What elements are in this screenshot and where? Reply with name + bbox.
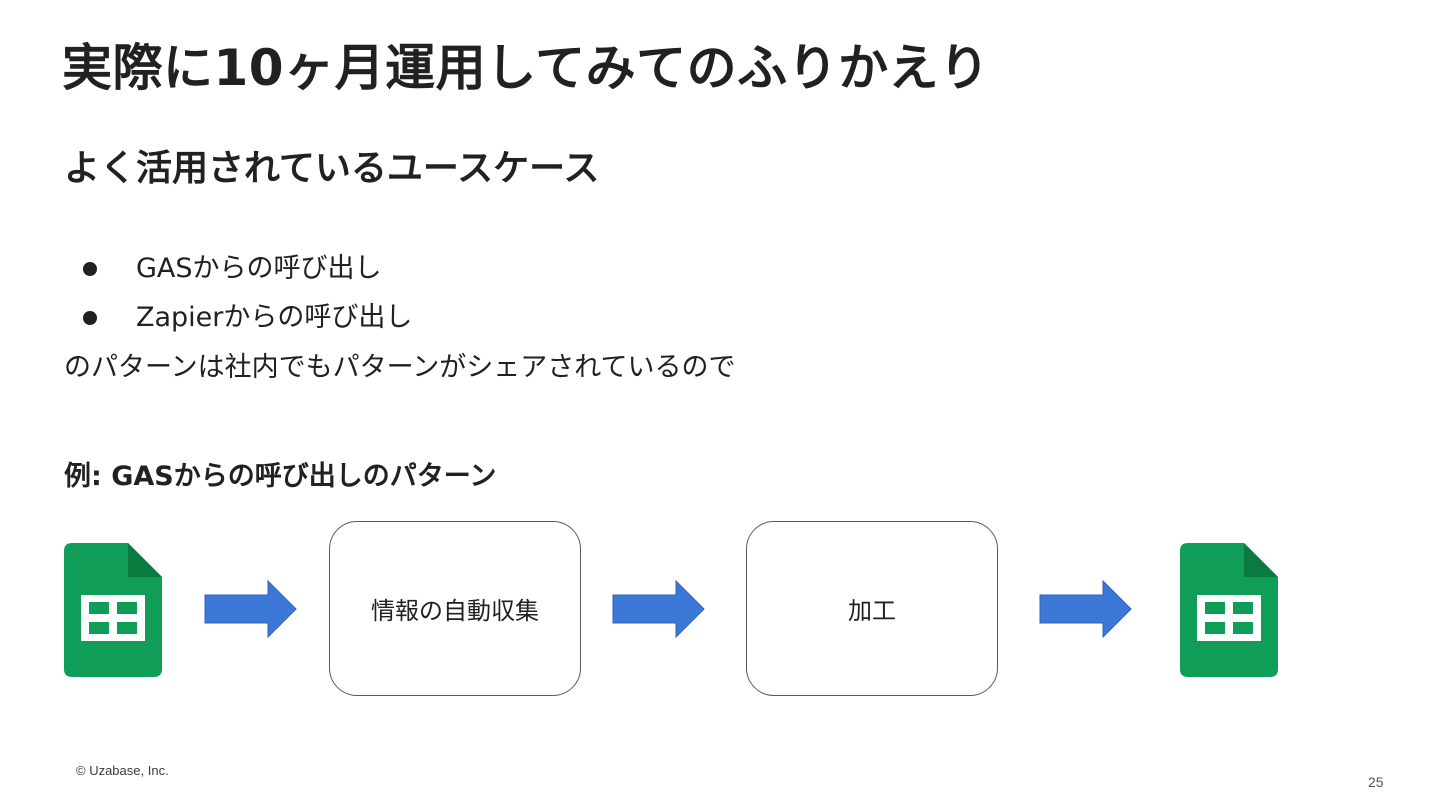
right-arrow-icon bbox=[1039, 580, 1132, 638]
flow-step-label: 加工 bbox=[848, 597, 896, 625]
slide-title: 実際に10ヶ月運用してみてのふりかえり bbox=[62, 39, 990, 97]
bullet-label: GASからの呼び出し bbox=[136, 253, 382, 284]
flow-step-label: 情報の自動収集 bbox=[371, 597, 539, 625]
bullet-icon bbox=[83, 261, 97, 276]
body-text: のパターンは社内でもパターンがシェアされているので bbox=[64, 352, 736, 383]
list-item: GASからの呼び出し bbox=[64, 244, 412, 293]
right-arrow-icon bbox=[612, 580, 705, 638]
copyright-notice: © Uzabase, Inc. bbox=[76, 763, 169, 778]
use-case-list: GASからの呼び出し Zapierからの呼び出し bbox=[64, 244, 412, 342]
google-sheets-icon bbox=[64, 543, 162, 677]
google-sheets-icon bbox=[1180, 543, 1278, 677]
slide-subtitle: よく活用されているユースケース bbox=[64, 148, 600, 189]
page-number: 25 bbox=[1368, 774, 1384, 790]
bullet-icon bbox=[83, 310, 97, 325]
bullet-label: Zapierからの呼び出し bbox=[136, 302, 413, 333]
flow-step-process: 加工 bbox=[746, 521, 998, 696]
right-arrow-icon bbox=[204, 580, 297, 638]
example-heading: 例: GASからの呼び出しのパターン bbox=[64, 461, 497, 492]
list-item: Zapierからの呼び出し bbox=[64, 293, 412, 342]
flow-step-collect: 情報の自動収集 bbox=[329, 521, 581, 696]
